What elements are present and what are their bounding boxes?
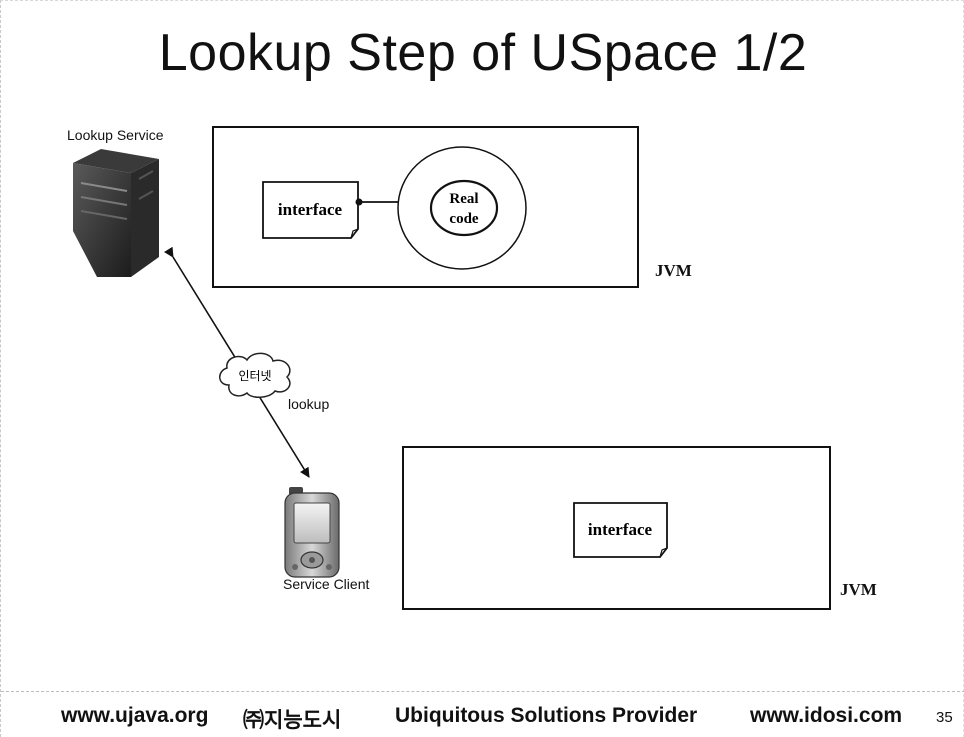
interface-text-top: interface [278,200,343,219]
jvm-label-top: JVM [655,261,692,280]
footer-site-idosi: www.idosi.com [750,704,903,727]
real-code-line1: Real [449,191,478,207]
jvm-box-bottom [402,446,831,610]
real-code-line2: code [449,211,479,227]
lookup-label: lookup [288,396,330,412]
page-number: 35 [936,709,953,726]
lookup-service-label: Lookup Service [67,127,164,143]
footer-company-name: ㈜지능도시 [243,708,342,732]
interface-document-bottom: interface [573,502,668,558]
footer-divider [1,691,964,692]
interface-text-bottom: interface [588,520,653,539]
footer-tagline: Ubiquitous Solutions Provider [395,704,698,727]
interface-document-top: interface [262,181,359,239]
footer: www.ujava.org ㈜지능도시 Ubiquitous Solutions… [1,704,964,734]
connector-dot [355,198,363,206]
slide-title: Lookup Step of USpace 1/2 [158,24,808,82]
server-icon [73,149,159,277]
service-client-label: Service Client [283,576,370,592]
footer-site-ujava: www.ujava.org [61,704,209,727]
jvm-label-bottom: JVM [840,580,877,599]
internet-cloud-icon: 인터넷 [219,352,291,398]
internet-label: 인터넷 [238,369,271,383]
jvm-box-top [212,126,639,288]
real-code-circle [429,179,499,237]
diagram-canvas: interface Real code 인터넷 [73,126,831,610]
pda-device-icon [284,487,340,578]
